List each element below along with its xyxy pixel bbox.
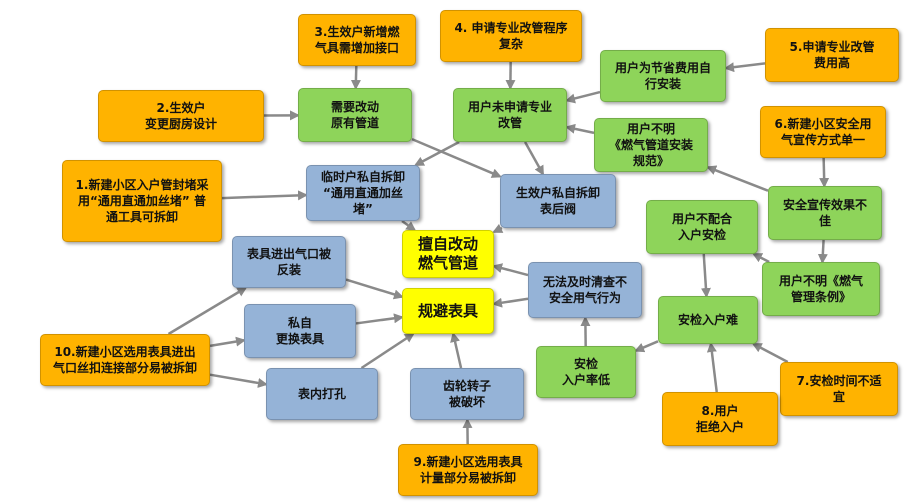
arrow-drill_hole-to-outcome_meter <box>360 332 415 370</box>
arrow-poor_promo-to-unaware_rules <box>817 239 828 264</box>
method-temp-remove-plug: 临时户私自拆卸 “通用直通加丝 堵” <box>306 165 420 221</box>
arrow-n3-to-need_modify <box>350 65 361 90</box>
node-poor-safety-promo: 安全宣传效果不 佳 <box>768 186 882 240</box>
outcome-unauthorized-pipe-change: 擅自改动 燃气管道 <box>402 230 494 278</box>
arrow-cannot_check-to-outcome_meter <box>492 297 529 308</box>
arrow-n7-to-hard_inspect <box>751 342 789 364</box>
cause-2-kitchen-redesign: 2.生效户 变更厨房设计 <box>98 90 264 142</box>
arrow-temp_remove-to-outcome_pipe <box>401 219 417 232</box>
node-cannot-check-unsafe-use: 无法及时清查不 安全用气行为 <box>528 262 642 318</box>
arrow-n8-to-hard_inspect <box>706 342 718 393</box>
node-unaware-install-spec: 用户不明 《燃气管道安装 规范》 <box>594 118 708 172</box>
arrow-n10-to-reverse_meter <box>167 286 248 336</box>
node-low-inspection-rate: 安检 入户率低 <box>536 346 636 398</box>
arrow-remove_valve-to-outcome_pipe <box>492 223 504 233</box>
arrow-unaware_rules-to-not_cooperate <box>752 252 770 264</box>
arrow-not_apply-to-remove_valve <box>523 141 545 176</box>
method-replace-meter: 私自 更换表具 <box>244 304 356 358</box>
cause-7-bad-timing: 7.安检时间不适 宜 <box>780 362 898 416</box>
cause-9-meter-measure-part: 9.新建小区选用表具 计量部分易被拆卸 <box>398 444 538 496</box>
node-not-apply-modification: 用户未申请专业 改管 <box>453 88 567 142</box>
cause-6-single-promo: 6.新建小区安全用 气宣传方式单一 <box>760 106 886 158</box>
arrow-n10-to-replace_meter <box>209 336 246 348</box>
arrow-save_cost-to-not_apply <box>565 90 601 104</box>
method-remove-rear-valve: 生效户私自拆卸 表后阀 <box>500 174 616 228</box>
node-unaware-gas-rules: 用户不明《燃气 管理条例》 <box>762 262 880 316</box>
arrow-gear_broken-to-outcome_meter <box>450 332 463 369</box>
cause-10-meter-thread-joint: 10.新建小区选用表具进出 气口丝扣连接部分易被拆卸 <box>40 334 210 386</box>
arrow-not_cooperate-to-hard_inspect <box>700 253 711 298</box>
arrow-n10-to-drill_hole <box>209 373 268 388</box>
cause-5-high-cost: 5.申请专业改管 费用高 <box>765 28 899 82</box>
cause-8-refuse-entry: 8.用户 拒绝入户 <box>662 392 778 446</box>
arrow-reverse_meter-to-outcome_meter <box>345 278 404 300</box>
arrow-need_modify-to-remove_valve <box>411 137 502 178</box>
outcome-evade-meter: 规避表具 <box>402 288 494 334</box>
node-self-install-save-cost: 用户为节省费用自 行安装 <box>600 50 726 102</box>
node-need-modify-pipe: 需要改动 原有管道 <box>298 88 412 142</box>
arrow-poor_promo-to-unaware_spec <box>706 165 769 192</box>
method-gear-broken: 齿轮转子 被破坏 <box>410 368 524 420</box>
method-reverse-meter: 表具进出气口被 反装 <box>232 236 346 288</box>
arrow-cannot_check-to-outcome_pipe <box>492 263 529 277</box>
node-hard-inspection-entry: 安检入户难 <box>658 296 758 344</box>
arrow-unaware_spec-to-not_apply <box>565 123 595 135</box>
arrow-replace_meter-to-outcome_meter <box>355 313 404 325</box>
cause-1-pipe-plug: 1.新建小区入户管封堵采 用“通用直通加丝堵” 普 通工具可拆卸 <box>62 160 222 242</box>
cause-4-complex-procedure: 4. 申请专业改管程序 复杂 <box>440 10 582 62</box>
arrow-n1-to-temp_remove <box>221 190 308 201</box>
node-not-cooperate-inspection: 用户不配合 入户安检 <box>646 200 758 254</box>
method-drill-hole: 表内打孔 <box>266 368 378 420</box>
arrow-n5-to-save_cost <box>724 62 766 73</box>
arrow-hard_inspect-to-low_rate <box>634 340 659 353</box>
arrow-n6-to-poor_promo <box>819 157 830 188</box>
cause-3-new-appliance: 3.生效户新增燃 气具需增加接口 <box>298 14 416 66</box>
arrow-not_apply-to-temp_remove <box>414 140 460 167</box>
